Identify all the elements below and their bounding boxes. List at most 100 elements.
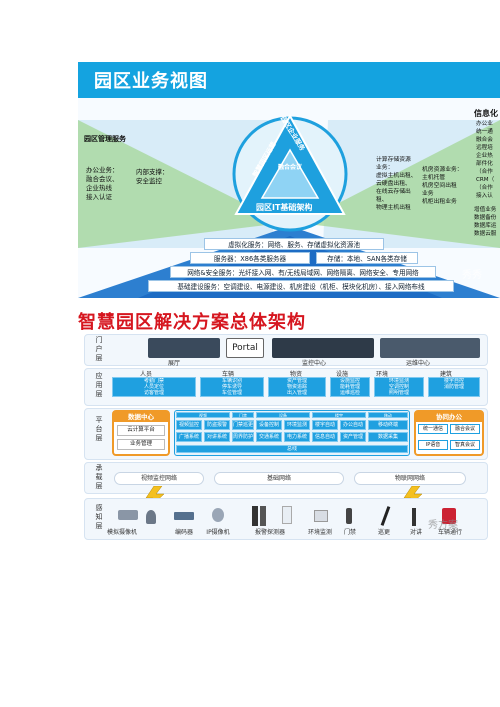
mid-item-14: 资产管理 (340, 432, 366, 442)
band-infrastructure: 基础建设服务：空调建设、电源建设、机房建设（机柜、模块化机房）、接入网络布线 (148, 280, 454, 292)
triangle-inner (260, 148, 320, 199)
data-center-box: 数据中心 云计算平台 业务管理 (112, 410, 170, 456)
device-intercom: 对讲 (409, 529, 422, 536)
mid-header-0: 视频 (176, 412, 230, 418)
collab-item-2: IP语音 (418, 440, 448, 450)
detector-icon (282, 506, 292, 524)
mid-header-5: 楼宇 (312, 412, 366, 418)
row-label-bearer: 承 载 层 (95, 464, 103, 490)
collab-item-1: 融合会议 (450, 424, 480, 434)
device-access: 门禁 (343, 529, 356, 536)
band-network: 网络&安全服务：光纤接入网、有/无线局域网、网络隔离、网络安全、专用网络 (170, 266, 436, 278)
slide-title-2: 智慧园区解决方案总体架构 (78, 312, 306, 333)
app-chip-facility: 设施监控 能耗管理 运维巡检 (330, 377, 370, 397)
app-header-environment: 环境 (376, 371, 389, 378)
info-title: 信息化 (474, 109, 498, 118)
intercom-icon (412, 508, 416, 526)
core-triangle (232, 113, 348, 232)
platform-bus: 总线 (176, 445, 408, 453)
left-green-fan (78, 120, 283, 248)
business-mgmt: 业务管理 (117, 439, 165, 450)
compute-storage: 计算存储资源 业务： 虚拟主机出租、 云硬盘出租、 在线云存储出 租、 物理主机… (376, 157, 417, 211)
device-analog-camera: 模拟摄像机 (106, 529, 137, 536)
info-detail: 办公业 统一通 融合会 远程培 企业热 部件化 （合作 CRM（ （合作 接入认 (476, 121, 495, 199)
device-ip-camera: IP摄像机 (206, 529, 230, 536)
mid-header-3: 设备 (256, 412, 310, 418)
portal-screen: Portal (226, 338, 264, 358)
slide-header: 园区业务视图 (78, 62, 500, 98)
app-chip-building: 楼宇自控 消防管理 (428, 377, 480, 397)
collab-item-0: 统一通信 (418, 424, 448, 434)
mid-item-8: 广播系统 (176, 432, 202, 442)
device-vehicle: 车辆通行 (437, 529, 462, 536)
management-label: 园区管理服务 (84, 135, 126, 143)
ops-center-photo (380, 338, 480, 358)
showroom-photo (148, 338, 220, 358)
triangle-label-bottom: 园区IT基础架构 (256, 203, 313, 212)
app-chip-people: 考勤门禁 人员定位 访客管理 (112, 377, 196, 397)
mid-item-9: 对讲系统 (204, 432, 230, 442)
slide-title: 园区业务视图 (94, 71, 208, 92)
env-monitor-icon (314, 510, 328, 522)
office-business: 办公业务： 融合会议、 企业热线 接入认证 (86, 166, 119, 201)
band-servers: 服务器：X86各类服务器 (190, 252, 310, 264)
row-label-app: 应 用 层 (95, 372, 103, 398)
row-label-portal: 门 户 层 (95, 336, 103, 362)
monitor-center-photo (272, 338, 374, 358)
band-storage: 存储：本地、SAN各类存储 (316, 252, 418, 264)
row-label-sense: 感 知 层 (95, 504, 103, 530)
access-control-icon (346, 508, 352, 524)
dome-camera-icon (146, 510, 156, 524)
mid-item-5: 楼宇自动化 (312, 420, 338, 430)
mid-item-4: 环境监测 (284, 420, 310, 430)
mid-item-12: 电力系统 (284, 432, 310, 442)
mid-item-0: 视频监控 (176, 420, 202, 430)
vehicle-gate-icon (442, 508, 456, 524)
bearer-base-net: 基础网络 (214, 472, 344, 485)
band-virtualization: 虚拟化服务：网络、服务、存储虚拟化资源池 (204, 238, 384, 250)
app-header-vehicle: 车辆 (222, 371, 235, 378)
mid-item-11: 交通系统 (256, 432, 282, 442)
app-header-material: 物资 (290, 371, 303, 378)
device-encoder: 编码器 (174, 529, 193, 536)
app-chip-environment: 环境监测 空调控制 照明管理 (374, 377, 424, 397)
device-alarm: 报警探测器 (254, 529, 285, 536)
internal-support: 内部支撑： 安全监控 (136, 168, 169, 185)
machine-room: 机房资源业务： 主机托管 机房空间出租 业务 机柜出租业务 (422, 167, 463, 205)
collab-title: 协同办公 (416, 412, 482, 422)
bearer-iot-net: 物联网网络 (354, 472, 466, 485)
device-patrol: 巡更 (377, 529, 390, 536)
app-chip-vehicle: 车辆识别 停车诱导 车位管理 (200, 377, 264, 397)
mid-item-1: 防盗报警 (204, 420, 230, 430)
analog-camera-icon (118, 510, 138, 520)
mid-item-6: 办公自动化 (340, 420, 366, 430)
watermark-2: 秀方案 (428, 520, 458, 531)
value-added: 增值业务 数据备份 数据库运 数据云服 (474, 207, 497, 237)
portal-monitor-center: 监控中心 (302, 360, 327, 367)
portal-showroom: 展厅 (168, 360, 181, 367)
encoder-icon (174, 512, 194, 520)
portal-ops-center: 运维中心 (406, 360, 431, 367)
cloud-platform: 云计算平台 (117, 425, 165, 436)
app-header-facility: 设施 (336, 371, 349, 378)
mid-header-2: 门禁 (232, 412, 254, 418)
mid-item-3: 设备控制 (256, 420, 282, 430)
mid-item-2: 门禁巡更 (232, 420, 254, 430)
mid-header-7: 移动 (368, 412, 408, 418)
alarm-detector-icon (252, 506, 258, 526)
row-label-platform: 平 台 层 (95, 416, 103, 442)
mid-item-10: 周界防护 (232, 432, 254, 442)
app-chip-material: 资产管理 物资追踪 出入管理 (268, 377, 326, 397)
mid-item-15: 数据采集 (368, 432, 408, 442)
app-header-people: 人员 (140, 371, 153, 378)
collab-item-3: 智真会议 (450, 440, 480, 450)
mid-item-13: 信息自动化 (312, 432, 338, 442)
app-header-building: 建筑 (440, 371, 453, 378)
bearer-video-net: 视频监控网络 (114, 472, 204, 485)
triangle-label-center: 融合会议 (278, 164, 303, 171)
mid-item-7: 移动终端 (368, 420, 408, 430)
alarm-detector-icon-2 (260, 506, 266, 526)
data-center-title: 数据中心 (114, 412, 168, 422)
right-green-fan (300, 120, 500, 248)
